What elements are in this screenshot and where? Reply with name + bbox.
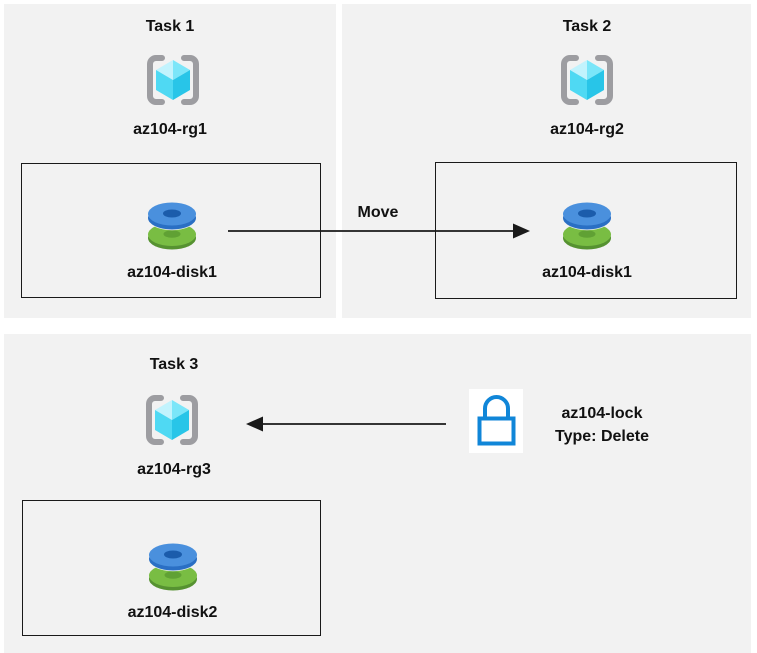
task1-disk-box: az104-disk1 [21, 163, 321, 298]
panel-task2: Task 2 az104-rg2 az104-disk1 [342, 4, 751, 318]
move-arrow-label: Move [357, 204, 399, 221]
task1-disk-label: az104-disk1 [127, 264, 217, 281]
lock-name: az104-lock [561, 405, 643, 422]
task2-disk-label: az104-disk1 [542, 264, 632, 281]
lock-caption: az104-lock Type: Delete [498, 402, 706, 448]
task3-disk-box: az104-disk2 [22, 500, 321, 636]
disk-icon [148, 543, 198, 591]
task1-title: Task 1 [145, 18, 195, 35]
resource-group-icon [557, 51, 617, 109]
task3-disk-label: az104-disk2 [127, 604, 218, 621]
panel-task3: Task 3 az104-rg3 az104-disk2 az104-lock … [4, 334, 751, 653]
task2-resource-group-label: az104-rg2 [550, 121, 624, 138]
panel-task1: Task 1 az104-rg1 az104-disk1 [4, 4, 336, 318]
task3-resource-group-label: az104-rg3 [137, 461, 211, 478]
lock-icon-tile [469, 389, 523, 453]
lock-icon [477, 395, 516, 446]
resource-group-icon [143, 51, 203, 109]
disk-icon [562, 202, 612, 250]
resource-group-icon [142, 391, 202, 449]
task1-resource-group-label: az104-rg1 [133, 121, 207, 138]
task2-disk-box: az104-disk1 [435, 162, 737, 299]
task2-title: Task 2 [562, 18, 612, 35]
disk-icon [147, 202, 197, 250]
task3-title: Task 3 [149, 356, 199, 373]
lock-type: Type: Delete [555, 428, 649, 445]
